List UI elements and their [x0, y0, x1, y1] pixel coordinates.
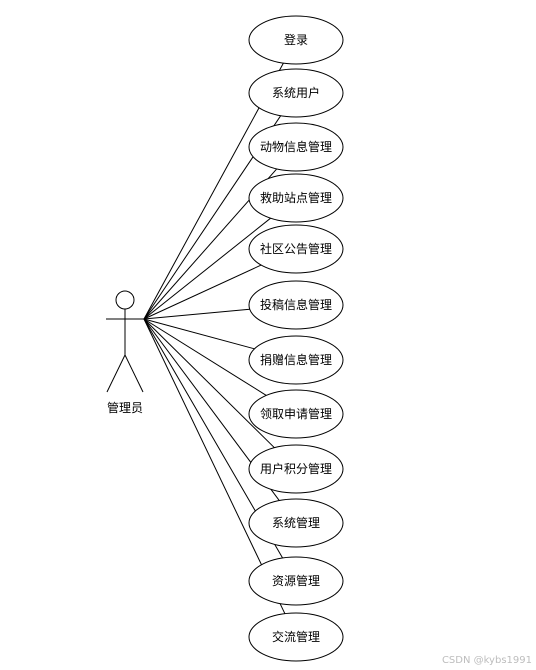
use-case-label: 投稿信息管理 [260, 297, 332, 312]
use-case: 动物信息管理 [248, 122, 344, 172]
use-case-label: 登录 [284, 32, 308, 47]
use-case-label: 资源管理 [272, 573, 320, 588]
use-cases: 登录系统用户动物信息管理救助站点管理社区公告管理投稿信息管理捐赠信息管理领取申请… [248, 15, 344, 662]
use-case-ellipse [248, 498, 344, 548]
use-case: 捐赠信息管理 [248, 335, 344, 385]
actor-label: 管理员 [107, 400, 143, 415]
association-line [143, 318, 255, 350]
use-case-ellipse [248, 68, 344, 118]
use-case-ellipse [248, 335, 344, 385]
use-case: 领取申请管理 [248, 389, 344, 439]
use-case-ellipse [248, 389, 344, 439]
use-case-ellipse [248, 556, 344, 606]
use-case-label: 动物信息管理 [260, 139, 332, 154]
use-case-ellipse [248, 612, 344, 662]
association-line [143, 217, 271, 320]
use-case: 系统用户 [248, 68, 344, 118]
use-case: 交流管理 [248, 612, 344, 662]
use-case: 用户积分管理 [248, 444, 344, 494]
use-case: 登录 [248, 15, 344, 65]
actor-right-leg [124, 354, 144, 393]
use-case-label: 交流管理 [272, 629, 320, 644]
use-case: 系统管理 [248, 498, 344, 548]
use-case-label: 系统用户 [272, 85, 320, 100]
use-case-label: 用户积分管理 [260, 461, 332, 476]
use-case-label: 社区公告管理 [260, 241, 332, 256]
use-case-ellipse [248, 122, 344, 172]
use-case-ellipse [248, 444, 344, 494]
use-case-label: 系统管理 [272, 515, 320, 530]
association-line [143, 308, 250, 320]
use-case-ellipse [248, 280, 344, 330]
use-case-ellipse [248, 15, 344, 65]
watermark: CSDN @kybs1991 [441, 655, 532, 666]
use-case-ellipse [248, 173, 344, 223]
use-case: 社区公告管理 [248, 224, 344, 274]
actor-head [115, 290, 135, 310]
use-case-label: 捐赠信息管理 [260, 352, 332, 367]
association-line [143, 264, 262, 320]
use-case-label: 领取申请管理 [260, 406, 332, 421]
use-case: 救助站点管理 [248, 173, 344, 223]
use-case-ellipse [248, 224, 344, 274]
association-line [143, 318, 267, 396]
use-case: 资源管理 [248, 556, 344, 606]
actor-left-leg [106, 354, 126, 393]
association-line [143, 318, 275, 449]
use-case-label: 救助站点管理 [260, 190, 332, 205]
actor-admin: 管理员 [106, 290, 144, 415]
use-case: 投稿信息管理 [248, 280, 344, 330]
